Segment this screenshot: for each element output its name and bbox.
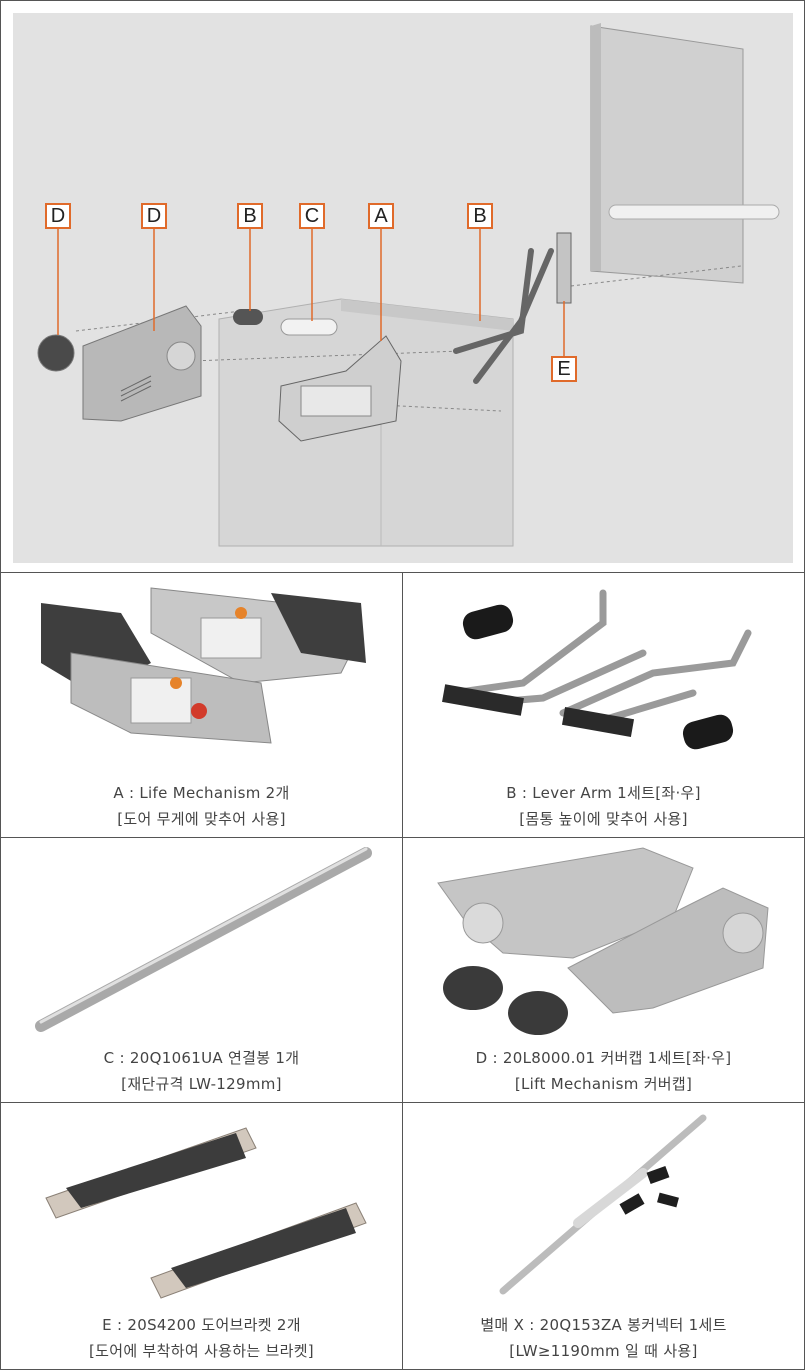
part-c-note: [재단규격 LW-129mm] (121, 1075, 282, 1093)
callout-b-cylinder: B (237, 203, 263, 229)
lever-arm-image (442, 589, 752, 750)
part-c-name: C : 20Q1061UA 연결봉 1개 (103, 1049, 300, 1067)
part-cell-x: 별매 X : 20Q153ZA 봉커넥터 1세트 [LW≥1190mm 일 때 … (402, 1102, 805, 1370)
part-cell-a: A : Life Mechanism 2개 [도어 무게에 맞추어 사용] (0, 572, 403, 838)
callout-d-cap: D (45, 203, 71, 229)
part-d-note: [Lift Mechanism 커버캡] (514, 1075, 693, 1093)
cover-cap-image (437, 847, 769, 1035)
door-bracket-image (45, 1127, 367, 1299)
part-cell-e: E : 20S4200 도어브라켓 2개 [도어에 부착하여 사용하는 브라켓] (0, 1102, 403, 1370)
callout-a-mechanism: A (368, 203, 394, 229)
assembly-illustration (13, 13, 793, 563)
callout-c-rod: C (299, 203, 325, 229)
part-b-name: B : Lever Arm 1세트[좌·우] (506, 784, 701, 802)
part-cell-d: D : 20L8000.01 커버캡 1세트[좌·우] [Lift Mechan… (402, 837, 805, 1103)
part-a-name: A : Life Mechanism 2개 (113, 784, 290, 802)
part-x-name: 별매 X : 20Q153ZA 봉커넥터 1세트 (480, 1316, 727, 1334)
part-cell-b: B : Lever Arm 1세트[좌·우] [몸통 높이에 맞추어 사용] (402, 572, 805, 838)
part-e-name: E : 20S4200 도어브라켓 2개 (102, 1316, 301, 1334)
lift-mechanism-image (41, 587, 366, 744)
part-b-note: [몸통 높이에 맞추어 사용] (519, 810, 688, 828)
parts-grid: A : Life Mechanism 2개 [도어 무게에 맞추어 사용] B … (0, 572, 805, 1370)
connecting-rod-image (35, 847, 372, 1032)
callout-e-bracket: E (551, 356, 577, 382)
part-x-note: [LW≥1190mm 일 때 사용] (509, 1342, 698, 1360)
part-d-name: D : 20L8000.01 커버캡 1세트[좌·우] (475, 1049, 732, 1067)
callout-d-cover: D (141, 203, 167, 229)
rod-connector-image (499, 1114, 707, 1295)
assembly-diagram: D D B C A B E (0, 0, 805, 573)
part-cell-c: C : 20Q1061UA 연결봉 1개 [재단규격 LW-129mm] (0, 837, 403, 1103)
part-a-note: [도어 무게에 맞추어 사용] (117, 810, 286, 828)
callout-b-lever: B (467, 203, 493, 229)
part-e-note: [도어에 부착하여 사용하는 브라켓] (89, 1342, 314, 1360)
